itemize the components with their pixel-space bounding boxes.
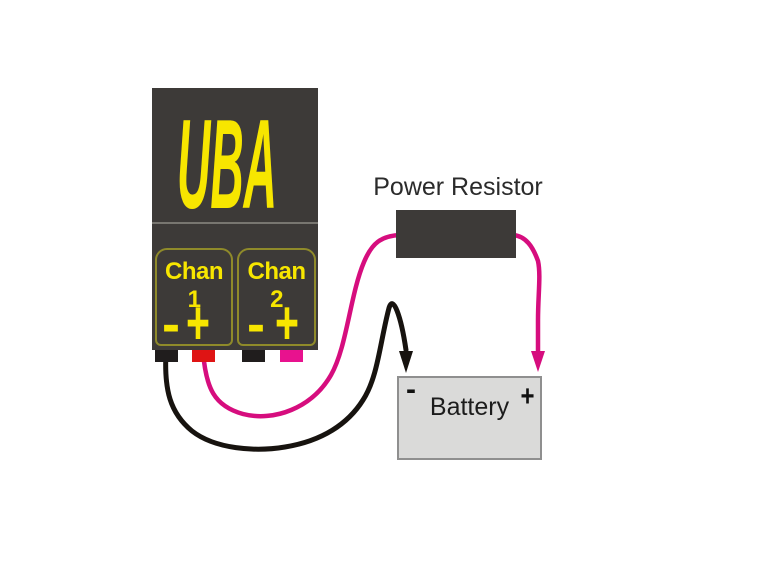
- uba-divider: [152, 222, 318, 224]
- uba-unit: UBA Chan 1 - + Chan 2 - +: [152, 88, 318, 350]
- channel-2-label: Chan 2: [247, 258, 307, 313]
- channel-1-label: Chan 1: [165, 258, 224, 313]
- battery: - + Battery: [397, 373, 542, 460]
- channel-1-panel: Chan 1 - +: [155, 248, 233, 348]
- channel-2-polarity: - +: [247, 305, 299, 348]
- positive-wire-to-resistor: [200, 232, 403, 419]
- negative-wire-arrowhead: [399, 351, 413, 373]
- channel-2-panel: Chan 2 - +: [237, 248, 316, 348]
- positive-wire-arrowhead: [531, 351, 545, 372]
- battery-minus-symbol: -: [406, 373, 416, 406]
- chan1-positive-connector: [192, 350, 215, 362]
- channel-2-minus-symbol: -: [247, 305, 265, 348]
- negative-wire: [163, 301, 409, 452]
- power-resistor-body: [396, 210, 516, 258]
- battery-plus-symbol: +: [520, 380, 535, 413]
- chan2-positive-connector: [280, 350, 303, 362]
- power-resistor-label: Power Resistor: [373, 173, 543, 201]
- battery-label: Battery: [429, 393, 510, 421]
- uba-title: UBA: [177, 93, 277, 228]
- chan2-negative-connector: [242, 350, 265, 362]
- uba-title-graphic: UBA: [177, 93, 277, 228]
- chan1-negative-connector: [155, 350, 178, 362]
- channel-1-polarity: - +: [162, 305, 210, 348]
- channel-1-plus-symbol: +: [186, 305, 210, 348]
- channel-1-minus-symbol: -: [162, 305, 180, 348]
- channel-2-plus-symbol: +: [275, 305, 299, 348]
- positive-wire-to-battery: [510, 232, 542, 354]
